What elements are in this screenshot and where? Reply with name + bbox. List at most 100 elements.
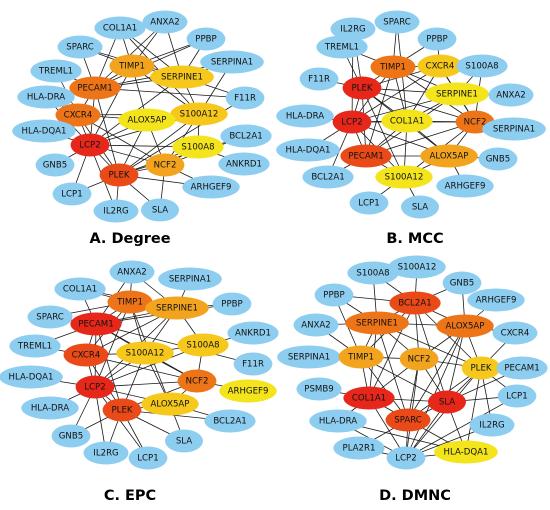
gene-node-sparc: SPARC bbox=[57, 35, 103, 59]
gene-label: PECAM1 bbox=[348, 152, 383, 162]
gene-label: ALOX5AP bbox=[128, 116, 167, 126]
gene-node-pecam1: PECAM1 bbox=[340, 144, 392, 168]
gene-node-shape bbox=[158, 267, 222, 291]
gene-node-ankrd1: ANKRD1 bbox=[227, 321, 279, 345]
gene-label: ALOX5AP bbox=[151, 400, 190, 410]
gene-node-alox5ap: ALOX5AP bbox=[436, 314, 494, 338]
gene-node-shape bbox=[212, 292, 252, 316]
gene-node-shape bbox=[345, 311, 409, 335]
gene-node-shape bbox=[94, 16, 146, 40]
gene-label: F11R bbox=[308, 75, 330, 85]
gene-label: S100A8 bbox=[465, 62, 498, 72]
gene-node-gnb5: GNB5 bbox=[478, 147, 518, 171]
gene-node-pecam1: PECAM1 bbox=[69, 76, 121, 100]
edge-bcl2a1-plek bbox=[414, 302, 482, 369]
gene-label: S100A12 bbox=[398, 263, 437, 273]
gene-node-shape bbox=[177, 333, 229, 357]
gene-node-pecam1: PECAM1 bbox=[70, 312, 122, 336]
gene-node-shape bbox=[401, 195, 439, 219]
gene-label: COL1A1 bbox=[352, 394, 386, 404]
gene-node-shape bbox=[128, 446, 168, 470]
gene-label: PECAM1 bbox=[78, 320, 113, 330]
gene-node-shape bbox=[83, 441, 129, 465]
gene-label: TREML1 bbox=[324, 43, 359, 53]
gene-label: S100A8 bbox=[356, 269, 389, 279]
gene-node-lcp1: LCP1 bbox=[497, 384, 537, 408]
gene-label: NCF2 bbox=[408, 355, 431, 365]
gene-node-ppbp: PPBP bbox=[212, 292, 252, 316]
gene-node-shape bbox=[54, 277, 106, 301]
gene-label: HLA-DQA1 bbox=[444, 448, 489, 458]
gene-node-timp1: TIMP1 bbox=[338, 345, 384, 369]
gene-node-shape bbox=[141, 392, 199, 416]
gene-node-shape bbox=[417, 54, 463, 78]
gene-node-shape bbox=[220, 124, 272, 148]
gene-node-shape bbox=[340, 144, 392, 168]
gene-label: GNB5 bbox=[486, 155, 510, 165]
gene-node-sla: SLA bbox=[428, 390, 466, 414]
gene-label: HLA-DRA bbox=[27, 93, 65, 103]
gene-node-col1a1: COL1A1 bbox=[94, 16, 146, 40]
gene-node-sla: SLA bbox=[165, 429, 203, 453]
gene-label: PLEK bbox=[470, 364, 491, 374]
gene-label: ARHGEF9 bbox=[191, 183, 232, 193]
gene-node-treml1: TREML1 bbox=[9, 334, 61, 358]
gene-node-shape bbox=[99, 163, 139, 187]
gene-node-shape bbox=[428, 390, 466, 414]
gene-node-shape bbox=[142, 10, 188, 34]
edge-plek-hla-dqa1 bbox=[465, 367, 482, 453]
gene-label: ARHGEF9 bbox=[476, 296, 517, 306]
gene-node-anxa2: ANXA2 bbox=[142, 10, 188, 34]
gene-node-arhgef9: ARHGEF9 bbox=[467, 288, 525, 312]
gene-node-lcp2: LCP2 bbox=[332, 110, 372, 134]
gene-node-s100a8: S100A8 bbox=[347, 261, 399, 285]
gene-node-ncf2: NCF2 bbox=[399, 347, 439, 371]
gene-label: LCP2 bbox=[84, 383, 105, 393]
gene-label: PSMB9 bbox=[304, 385, 333, 395]
gene-label: CXCR4 bbox=[426, 62, 455, 72]
gene-node-shape bbox=[497, 384, 537, 408]
panel-degree: COL1A1ANXA2SPARCPPBPTIMP1TREML1SERPINE1S… bbox=[12, 10, 272, 247]
gene-node-bcl2a1: BCL2A1 bbox=[302, 165, 354, 189]
gene-label: CXCR4 bbox=[72, 351, 101, 361]
gene-label: LCP1 bbox=[137, 454, 158, 464]
gene-node-shape bbox=[12, 119, 76, 143]
gene-label: ANXA2 bbox=[496, 91, 526, 101]
gene-label: PLEK bbox=[111, 406, 132, 416]
gene-node-plek: PLEK bbox=[342, 76, 382, 100]
gene-node-s100a12: S100A12 bbox=[170, 102, 228, 126]
gene-label: SPARC bbox=[394, 416, 422, 426]
gene-label: CXCR4 bbox=[64, 111, 93, 121]
edge-plek-ncf2 bbox=[361, 87, 476, 123]
gene-node-shape bbox=[381, 109, 433, 133]
gene-node-hla-dra: HLA-DRA bbox=[309, 409, 367, 433]
gene-node-shape bbox=[417, 27, 457, 51]
gene-node-serpina1: SERPINA1 bbox=[277, 345, 341, 369]
gene-node-shape bbox=[349, 191, 389, 215]
gene-node-hla-dra: HLA-DRA bbox=[17, 85, 75, 109]
gene-node-sla: SLA bbox=[141, 198, 179, 222]
gene-label: SERPINE1 bbox=[356, 319, 398, 329]
gene-node-gnb5: GNB5 bbox=[35, 153, 75, 177]
gene-label: NCF2 bbox=[186, 377, 209, 387]
gene-node-shape bbox=[277, 345, 341, 369]
gene-label: S100A12 bbox=[180, 110, 219, 120]
gene-label: S100A8 bbox=[181, 143, 214, 153]
gene-node-shape bbox=[330, 17, 376, 41]
panel-degree-nodes: COL1A1ANXA2SPARCPPBPTIMP1TREML1SERPINE1S… bbox=[12, 10, 272, 223]
edge-serpine1-sparc bbox=[376, 322, 409, 421]
gene-node-shape bbox=[389, 291, 441, 315]
gene-label: COL1A1 bbox=[103, 24, 137, 34]
gene-node-shape bbox=[293, 313, 339, 337]
gene-label: LCP2 bbox=[79, 141, 100, 151]
gene-label: PLEK bbox=[351, 84, 372, 94]
gene-label: ANKRD1 bbox=[235, 329, 271, 339]
gene-label: HLA-DQA1 bbox=[22, 127, 67, 137]
gene-label: PPBP bbox=[195, 35, 216, 45]
gene-label: SERPINA1 bbox=[211, 58, 253, 68]
gene-label: GNB5 bbox=[450, 279, 474, 289]
gene-node-hla-dqa1: HLA-DQA1 bbox=[0, 365, 63, 389]
gene-label: SPARC bbox=[36, 313, 64, 323]
gene-label: PPBP bbox=[426, 35, 447, 45]
